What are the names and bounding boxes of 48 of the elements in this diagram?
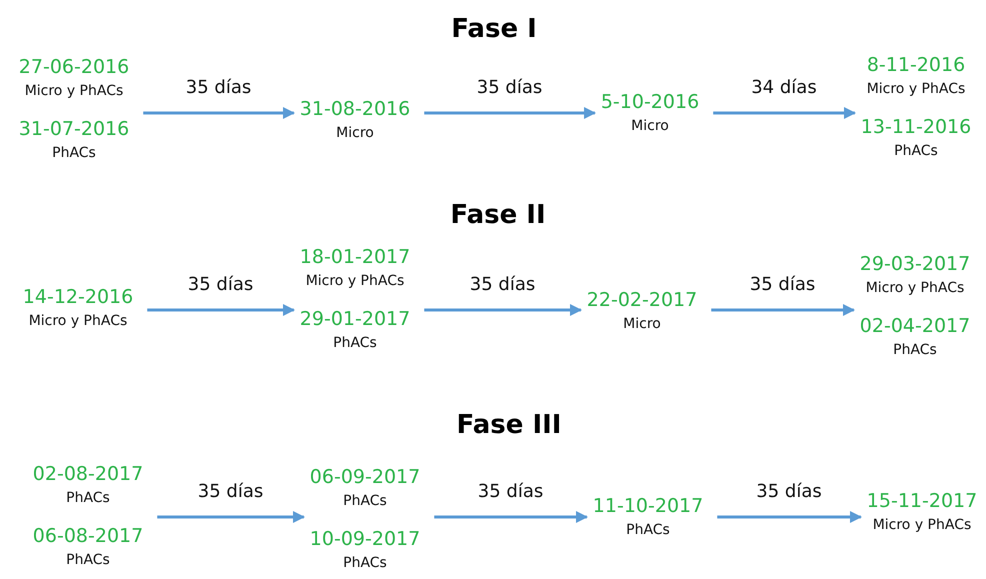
- arrow: [424, 107, 596, 119]
- sample-type-text: Micro y PhACs: [24, 82, 124, 101]
- sample-type-text: Micro y PhACs: [304, 272, 406, 291]
- sample-type-text: PhACs: [342, 554, 388, 573]
- arrow: [147, 304, 295, 316]
- arrow: [157, 511, 305, 523]
- date-text: 8-11-2016: [866, 53, 966, 78]
- date-text: 10-09-2017: [310, 527, 420, 552]
- date-text: 02-08-2017: [32, 462, 144, 487]
- sample-type-text: Micro y PhACs: [28, 312, 128, 331]
- date-text: 31-08-2016: [300, 97, 410, 122]
- date-text: 06-09-2017: [310, 465, 420, 490]
- date-text: 18-01-2017: [300, 245, 410, 270]
- date-text: 5-10-2016: [600, 90, 700, 115]
- arrow: [434, 511, 588, 523]
- arrow: [143, 107, 295, 119]
- arrow: [717, 511, 862, 523]
- sample-type-text: Micro: [622, 315, 662, 334]
- date-text: 31-07-2016: [18, 117, 130, 142]
- sample-type-text: Micro y PhACs: [872, 516, 972, 535]
- sample-type-text: PhACs: [332, 334, 378, 353]
- sample-type-text: PhACs: [625, 521, 671, 540]
- phase-heading: Fase I: [451, 14, 537, 44]
- date-text: 13-11-2016: [860, 115, 972, 140]
- sample-type-text: Micro y PhACs: [864, 279, 966, 298]
- phase-heading: Fase III: [456, 410, 562, 440]
- date-text: 29-01-2017: [300, 307, 410, 332]
- arrow: [424, 304, 582, 316]
- sample-type-text: PhACs: [65, 551, 111, 570]
- sample-type-text: Micro y PhACs: [866, 80, 966, 99]
- date-text: 29-03-2017: [860, 252, 970, 277]
- sample-type-text: PhACs: [51, 144, 97, 163]
- date-text: 14-12-2016: [22, 285, 134, 310]
- date-text: 22-02-2017: [586, 288, 698, 313]
- date-text: 02-04-2017: [860, 314, 970, 339]
- date-text: 11-10-2017: [592, 494, 704, 519]
- sample-type-text: PhACs: [893, 142, 939, 161]
- sample-type-text: Micro: [335, 124, 375, 143]
- arrow: [711, 304, 855, 316]
- sample-type-text: PhACs: [892, 341, 938, 360]
- sample-type-text: PhACs: [65, 489, 111, 508]
- date-text: 15-11-2017: [866, 489, 978, 514]
- phase-heading: Fase II: [450, 200, 546, 230]
- date-text: 27-06-2016: [18, 55, 130, 80]
- sample-type-text: Micro: [630, 117, 670, 136]
- sample-type-text: PhACs: [342, 492, 388, 511]
- date-text: 06-08-2017: [32, 524, 144, 549]
- arrow: [713, 107, 856, 119]
